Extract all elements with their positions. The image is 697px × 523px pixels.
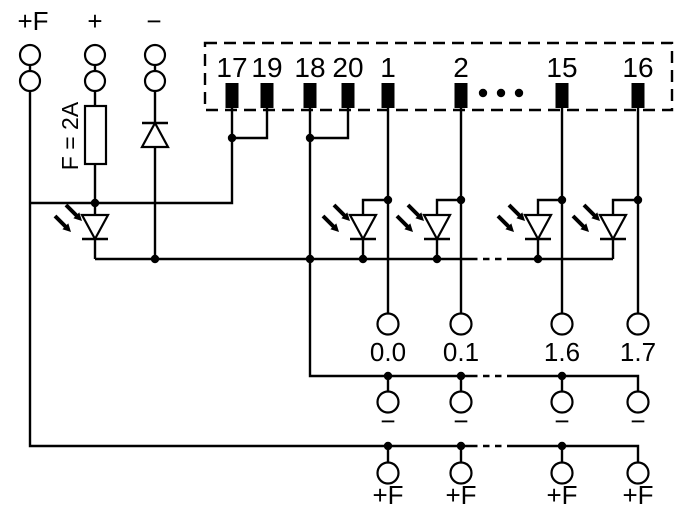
connector-pin-17: 17 <box>216 52 248 108</box>
light-arrows-icon <box>496 203 527 234</box>
terminal-plus: + <box>83 6 107 93</box>
terminal-circle <box>376 461 400 485</box>
ellipsis-dots <box>478 88 524 98</box>
terminal-circle <box>376 312 400 336</box>
pin-number: 18 <box>294 52 325 83</box>
pin-number: 16 <box>622 52 653 83</box>
terminal-circle <box>449 312 473 336</box>
pin-number: 20 <box>332 52 363 83</box>
pin-contact <box>555 83 569 108</box>
minus-label: − <box>453 406 468 436</box>
terminal-circle <box>18 69 42 93</box>
output-label: 1.6 <box>544 337 580 367</box>
channel-led-icon-1 <box>321 198 388 259</box>
connector-pin-18: 18 <box>294 52 326 108</box>
terminal-minus: − <box>143 6 167 93</box>
pin-contact <box>454 83 468 108</box>
light-arrows-icon <box>53 203 84 234</box>
connector-outline <box>203 41 674 112</box>
pin-contact <box>225 83 239 108</box>
terminal-circle <box>626 390 650 414</box>
terminal-circle <box>550 461 574 485</box>
pin-contact <box>341 83 355 108</box>
output-terminal-1-6: 1.6 <box>544 312 580 367</box>
fuse-label: F = 2A <box>57 101 83 170</box>
terminal-circle <box>550 312 574 336</box>
connector-pin-19: 19 <box>251 52 283 108</box>
terminal-label-minus: − <box>146 6 161 36</box>
output-terminal-0-1: 0.1 <box>443 312 479 367</box>
terminal-circle <box>143 69 167 93</box>
terminal-circle <box>143 43 167 67</box>
channel-led-icon-4 <box>571 198 638 259</box>
terminal-circle <box>626 461 650 485</box>
connector-pin-1: 1 <box>380 52 396 108</box>
terminal-circle <box>550 390 574 414</box>
output-label: 0.1 <box>443 337 479 367</box>
channel-led-icon-3 <box>496 198 562 259</box>
fused-plus-label: +F <box>372 480 403 510</box>
pin-number: 1 <box>380 52 396 83</box>
fused-plus-label: +F <box>445 480 476 510</box>
output-terminal-0-0: 0.0 <box>370 312 406 367</box>
output-label: 1.7 <box>620 337 656 367</box>
fuse-body <box>83 104 108 166</box>
connector-pin-20: 20 <box>332 52 364 108</box>
minus-terminal-row: − − − − <box>376 390 650 436</box>
light-arrows-icon <box>321 203 352 234</box>
fuse-symbol: F = 2A <box>57 101 108 170</box>
connector-pin-15: 15 <box>546 52 578 108</box>
pin-contact <box>381 83 395 108</box>
fused-plus-label: +F <box>546 480 577 510</box>
power-led-icon <box>53 203 110 259</box>
wires <box>28 65 640 462</box>
pin-number: 19 <box>251 52 282 83</box>
terminal-circle <box>449 390 473 414</box>
fused-plus-terminal-row: +F +F +F +F <box>372 461 654 510</box>
terminal-circle <box>449 461 473 485</box>
protection-diode-icon <box>140 120 170 149</box>
pin-number: 15 <box>546 52 577 83</box>
connector-pin-16: 16 <box>622 52 654 108</box>
output-label: 0.0 <box>370 337 406 367</box>
terminal-circle <box>626 312 650 336</box>
terminal-circle <box>18 43 42 67</box>
pin-contact <box>260 83 274 108</box>
pin-contact <box>303 83 317 108</box>
minus-label: − <box>554 406 569 436</box>
pin-number: 17 <box>216 52 247 83</box>
terminal-plus-f: +F <box>17 6 49 93</box>
junction-dots <box>90 133 643 451</box>
terminal-circle <box>83 69 107 93</box>
channel-led-icon-2 <box>395 198 461 259</box>
minus-label: − <box>380 406 395 436</box>
minus-label: − <box>630 406 645 436</box>
fused-plus-label: +F <box>622 480 653 510</box>
pin-contact <box>631 83 645 108</box>
connector-pin-2: 2 <box>453 52 469 108</box>
terminal-label-plus: + <box>87 6 102 36</box>
terminal-label-plus-f: +F <box>17 6 48 36</box>
pin-number: 2 <box>453 52 469 83</box>
light-arrows-icon <box>395 203 426 234</box>
light-arrows-icon <box>571 203 602 234</box>
terminal-circle <box>83 43 107 67</box>
terminal-circle <box>376 390 400 414</box>
output-terminal-1-7: 1.7 <box>620 312 656 367</box>
bus-continuation-dashes <box>471 257 507 448</box>
